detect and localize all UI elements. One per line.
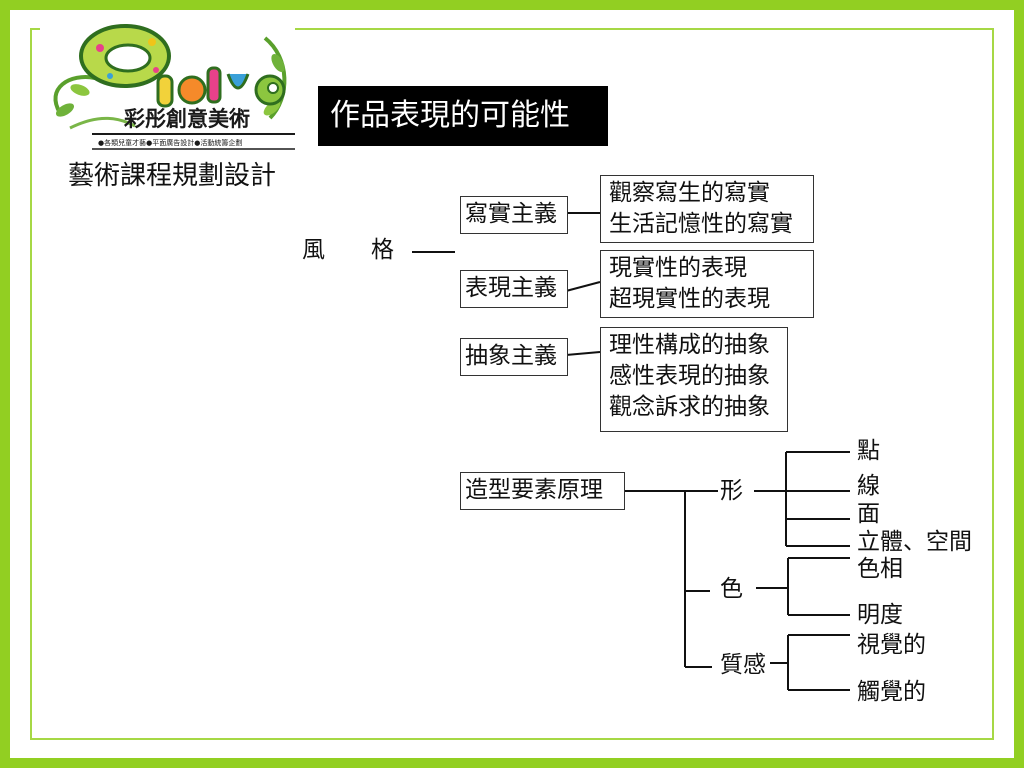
course-subtitle: 藝術課程規劃設計: [68, 161, 277, 191]
svg-text:●各類兒童才藝●平面廣告設計●活動統籌企劃: ●各類兒童才藝●平面廣告設計●活動統籌企劃: [98, 138, 242, 147]
color-label: 色: [720, 576, 743, 602]
branch-expressionism: 表現主義: [460, 270, 568, 308]
style-root-label: 風 格: [302, 237, 394, 263]
branch-realism-items: 觀察寫生的寫實 生活記憶性的寫實: [600, 175, 814, 243]
texture-item-visual: 視覺的: [857, 632, 926, 658]
shape-item-line: 線: [857, 473, 880, 499]
form-root-label: 造型要素原理: [460, 472, 625, 510]
inner-frame: [30, 28, 994, 740]
texture-item-tactile: 觸覺的: [857, 679, 926, 705]
branch-realism: 寫實主義: [460, 196, 568, 234]
shape-item-point: 點: [857, 438, 880, 464]
logo: 彩彤創意美術 ●各類兒童才藝●平面廣告設計●活動統籌企劃: [53, 24, 295, 150]
color-item-hue: 色相: [857, 556, 903, 582]
branch-expressionism-items: 現實性的表現 超現實性的表現: [600, 250, 814, 318]
shape-label: 形: [720, 478, 743, 504]
shape-item-plane: 面: [857, 501, 880, 527]
shape-item-solid-space: 立體、空間: [857, 529, 972, 555]
texture-label: 質感: [720, 652, 766, 678]
color-item-value: 明度: [857, 602, 903, 628]
branch-abstraction: 抽象主義: [460, 338, 568, 376]
page-title: 作品表現的可能性: [318, 86, 608, 146]
svg-text:彩彤創意美術: 彩彤創意美術: [123, 106, 250, 131]
branch-abstraction-items: 理性構成的抽象 感性表現的抽象 觀念訴求的抽象: [600, 327, 788, 432]
